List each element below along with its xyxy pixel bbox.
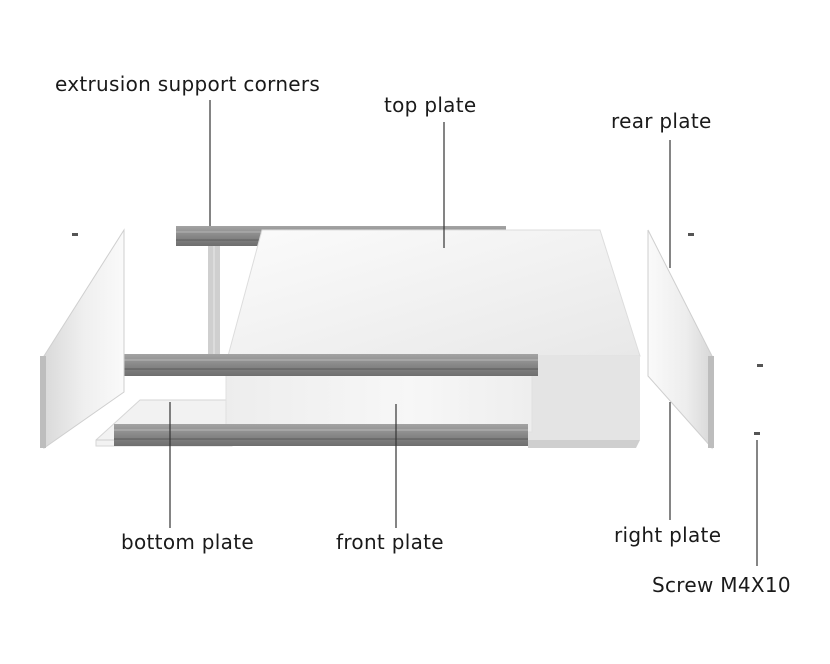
front-plate bbox=[225, 371, 533, 433]
corner-extrusion-post bbox=[208, 246, 220, 356]
label-right-plate: right plate bbox=[614, 523, 722, 547]
right-plate bbox=[647, 229, 714, 450]
top-plate bbox=[227, 229, 641, 357]
leader-lines bbox=[169, 100, 758, 566]
label-bottom-plate: bottom plate bbox=[121, 530, 254, 554]
label-front-plate: front plate bbox=[336, 530, 444, 554]
front-upper-extrusion-rail bbox=[114, 354, 538, 376]
assembly-side-face bbox=[528, 356, 640, 448]
label-extrusion-support-corners: extrusion support corners bbox=[55, 72, 321, 96]
left-side-plate bbox=[40, 228, 125, 449]
screw-icon bbox=[72, 233, 763, 435]
front-lower-extrusion-rail bbox=[114, 424, 528, 446]
label-screw: Screw M4X10 bbox=[652, 573, 791, 597]
label-rear-plate: rear plate bbox=[611, 109, 712, 133]
label-top-plate: top plate bbox=[384, 93, 477, 117]
